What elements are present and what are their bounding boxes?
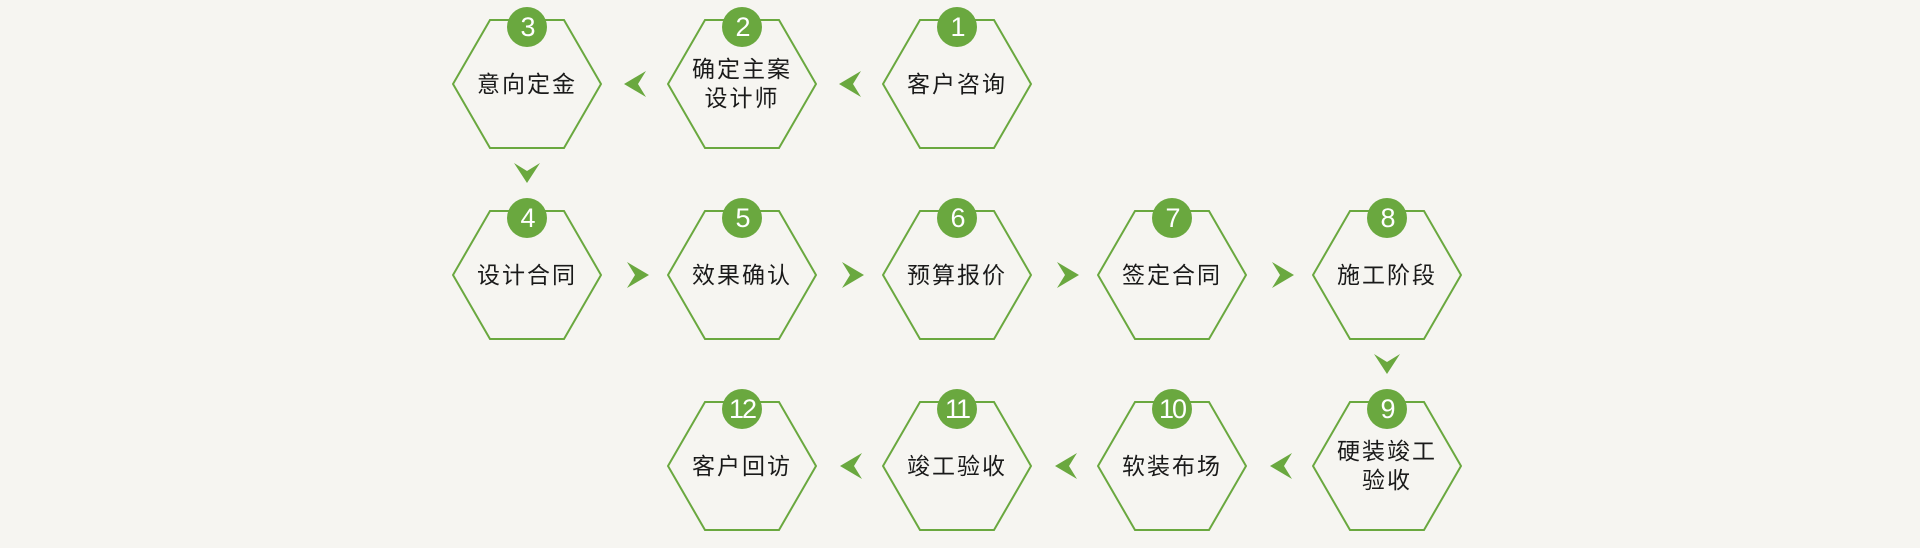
step-node-3: 3 意向定金 <box>452 7 602 149</box>
step-label: 效果确认 <box>692 262 792 289</box>
step-number-badge: 7 <box>1152 198 1192 238</box>
step-number-badge: 4 <box>507 198 547 238</box>
arrow-right-icon <box>1272 262 1294 288</box>
step-label: 软装布场 <box>1122 453 1222 480</box>
step-node-9: 9 硬装竣工 验收 <box>1312 389 1462 531</box>
step-node-8: 8 施工阶段 <box>1312 198 1462 340</box>
hexagon-shape <box>667 210 817 340</box>
step-label: 客户咨询 <box>907 71 1007 98</box>
hexagon-shape <box>1312 401 1462 531</box>
step-number-badge: 6 <box>937 198 977 238</box>
hexagon-shape <box>1312 210 1462 340</box>
arrow-down-icon <box>1374 354 1400 374</box>
arrow-left-icon <box>624 71 646 97</box>
step-number-badge: 2 <box>722 7 762 47</box>
step-label: 签定合同 <box>1122 262 1222 289</box>
hexagon-shape <box>882 401 1032 531</box>
step-label: 施工阶段 <box>1337 262 1437 289</box>
arrow-right-icon <box>1057 262 1079 288</box>
step-number-badge: 9 <box>1367 389 1407 429</box>
hexagon-shape <box>667 19 817 149</box>
arrow-down-icon <box>514 163 540 183</box>
step-node-1: 1 客户咨询 <box>882 7 1032 149</box>
step-label: 客户回访 <box>692 453 792 480</box>
step-node-4: 4 设计合同 <box>452 198 602 340</box>
hexagon-shape <box>1097 210 1247 340</box>
step-node-11: 11 竣工验收 <box>882 389 1032 531</box>
step-number-badge: 12 <box>722 389 762 429</box>
step-node-10: 10 软装布场 <box>1097 389 1247 531</box>
arrow-right-icon <box>627 262 649 288</box>
step-label: 意向定金 <box>477 71 577 98</box>
hexagon-shape <box>882 19 1032 149</box>
step-node-12: 12 客户回访 <box>667 389 817 531</box>
step-number-badge: 1 <box>937 7 977 47</box>
step-label: 竣工验收 <box>907 453 1007 480</box>
step-label: 确定主案 设计师 <box>692 57 792 112</box>
step-label: 硬装竣工 验收 <box>1337 439 1437 494</box>
step-number-badge: 5 <box>722 198 762 238</box>
step-number-badge: 8 <box>1367 198 1407 238</box>
hexagon-shape <box>1097 401 1247 531</box>
arrow-left-icon <box>840 453 862 479</box>
step-number-badge: 10 <box>1152 389 1192 429</box>
hexagon-shape <box>452 19 602 149</box>
hexagon-shape <box>882 210 1032 340</box>
step-label: 预算报价 <box>907 262 1007 289</box>
step-label: 设计合同 <box>477 262 577 289</box>
hexagon-shape <box>667 401 817 531</box>
arrow-left-icon <box>839 71 861 97</box>
arrow-left-icon <box>1270 453 1292 479</box>
step-node-5: 5 效果确认 <box>667 198 817 340</box>
hexagon-shape <box>452 210 602 340</box>
step-number-badge: 11 <box>937 389 977 429</box>
step-node-7: 7 签定合同 <box>1097 198 1247 340</box>
step-node-6: 6 预算报价 <box>882 198 1032 340</box>
step-number-badge: 3 <box>507 7 547 47</box>
arrow-left-icon <box>1055 453 1077 479</box>
step-node-2: 2 确定主案 设计师 <box>667 7 817 149</box>
arrow-right-icon <box>842 262 864 288</box>
